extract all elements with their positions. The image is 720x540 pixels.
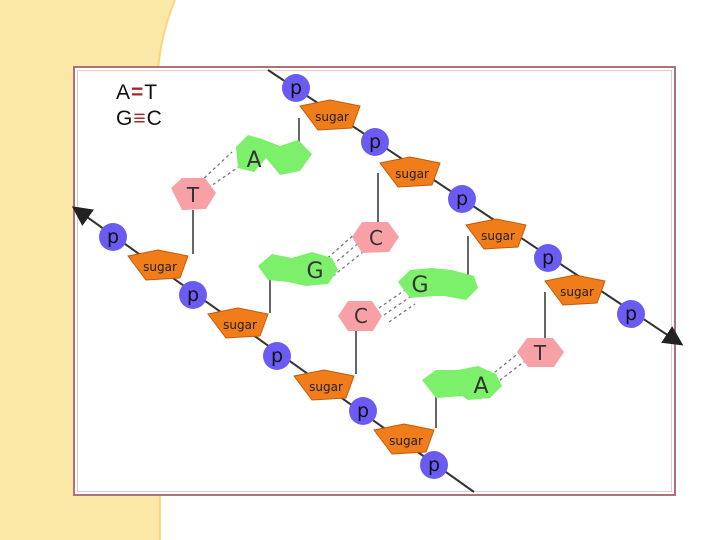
svg-text:sugar: sugar — [389, 434, 423, 448]
sugar-strand-1-2: sugar — [379, 156, 441, 188]
base-a-top: A — [236, 135, 312, 175]
base-t-top-label: T — [186, 183, 200, 207]
base-c-right: C — [338, 301, 382, 331]
base-g-left: G — [258, 252, 338, 286]
svg-text:sugar: sugar — [143, 260, 177, 274]
sugar-strand-2-4: sugar — [373, 423, 435, 455]
legend-double-bond: = — [131, 81, 144, 104]
svg-text:p: p — [428, 454, 440, 476]
legend-t: T — [144, 81, 158, 104]
svg-text:sugar: sugar — [315, 110, 349, 124]
svg-text:sugar: sugar — [395, 167, 429, 181]
base-a-bottom: A — [422, 366, 502, 400]
legend-a: A — [116, 81, 131, 104]
phosphate-labels: p p p p p p p p p p — [107, 77, 637, 476]
svg-text:p: p — [271, 345, 283, 367]
svg-text:p: p — [369, 131, 381, 153]
svg-text:p: p — [542, 247, 554, 269]
legend-gc-row: G ≡ C — [116, 106, 162, 132]
svg-text:p: p — [357, 400, 369, 422]
hydrogen-bonds — [199, 151, 526, 385]
base-c-left: C — [352, 222, 399, 253]
base-t-top: T — [171, 178, 216, 210]
base-pair-legend: A = T G ≡ C — [116, 80, 162, 132]
sugar-strand-2-2: sugar — [207, 307, 269, 339]
base-g-right-label: G — [411, 273, 428, 298]
svg-text:sugar: sugar — [560, 285, 594, 299]
base-c-left-label: C — [369, 226, 383, 250]
sugar-strand-2-3: sugar — [293, 369, 355, 401]
base-g-right: G — [398, 268, 478, 300]
svg-text:p: p — [456, 188, 468, 210]
svg-text:p: p — [107, 226, 119, 248]
base-c-right-label: C — [354, 304, 368, 328]
svg-text:p: p — [625, 303, 637, 325]
svg-text:sugar: sugar — [309, 380, 343, 394]
svg-text:sugar: sugar — [223, 318, 257, 332]
base-a-top-label: A — [246, 148, 261, 173]
base-g-left-label: G — [306, 259, 323, 284]
phosphate-group — [99, 74, 645, 479]
legend-triple-bond: ≡ — [133, 107, 146, 130]
base-a-bottom-label: A — [473, 374, 488, 399]
base-t-bottom: T — [517, 338, 564, 367]
legend-c: C — [146, 107, 162, 130]
legend-at-row: A = T — [116, 80, 162, 106]
svg-text:sugar: sugar — [481, 229, 515, 243]
sugar-strand-1-4: sugar — [544, 274, 606, 306]
sugar-strand-1-3: sugar — [465, 218, 527, 250]
sugar-strand-2-1: sugar — [127, 249, 189, 281]
svg-text:p: p — [290, 77, 302, 99]
sugar-strand-1-1: sugar — [299, 99, 361, 131]
svg-text:p: p — [187, 284, 199, 306]
legend-g: G — [116, 107, 133, 130]
base-t-bottom-label: T — [533, 341, 547, 365]
